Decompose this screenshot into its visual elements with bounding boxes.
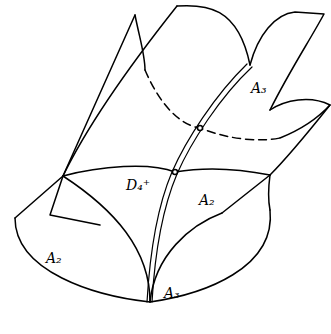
- cuspidal-edge: [147, 64, 247, 302]
- surface-outline: [270, 100, 330, 175]
- surface-outline: [177, 6, 250, 65]
- surface-outline: [250, 12, 324, 110]
- surface-outline: [135, 15, 145, 70]
- region-label: D₄⁺: [125, 177, 151, 193]
- hidden-curve: [145, 70, 280, 140]
- surface-outline: [222, 175, 270, 213]
- region-label: A₃: [163, 285, 181, 301]
- surface-outline: [63, 6, 177, 176]
- point-marker: [198, 126, 203, 131]
- point-marker: [173, 170, 178, 175]
- region-label: A₂: [198, 192, 216, 208]
- surface-outline: [15, 15, 135, 218]
- region-label: A₃: [250, 80, 268, 96]
- surface-outline: [280, 105, 330, 138]
- surface-outline: [15, 210, 270, 302]
- surface-outline: [269, 175, 271, 210]
- cuspidal-edge: [152, 67, 252, 302]
- cusp-curve: [63, 176, 150, 302]
- region-label: A₂: [45, 250, 63, 266]
- ridge-curve: [63, 166, 270, 176]
